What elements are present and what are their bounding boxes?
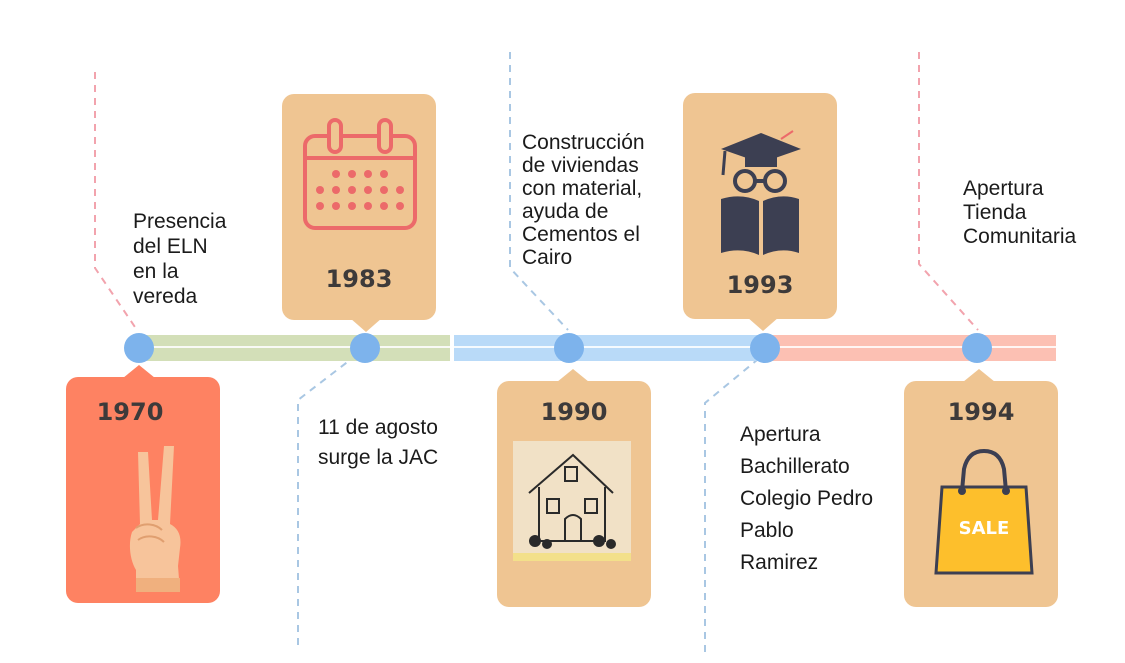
connector-1990 — [509, 52, 569, 331]
house-stamp-icon — [513, 441, 631, 561]
timeline-dot-1983 — [350, 333, 380, 363]
card-1993: 1993 — [683, 93, 837, 331]
track-green — [140, 335, 450, 361]
card-pointer — [350, 318, 382, 332]
calendar-icon — [303, 118, 417, 230]
year-1990: 1990 — [540, 398, 608, 426]
timeline-dot-1994 — [962, 333, 992, 363]
track-blue — [454, 335, 770, 361]
connector-1970 — [94, 72, 138, 331]
year-1983: 1983 — [325, 265, 393, 293]
card-1990: 1990 — [497, 369, 651, 607]
timeline-dot-1970 — [124, 333, 154, 363]
connector-1994 — [918, 52, 979, 331]
card-pointer — [747, 317, 779, 331]
timeline-dot-1990 — [554, 333, 584, 363]
sale-badge-text: SALE — [958, 518, 1010, 539]
peace-hand-icon — [129, 446, 181, 592]
card-pointer — [123, 365, 155, 378]
card-1994: 1994 SALE — [904, 369, 1058, 607]
year-1993: 1993 — [726, 271, 794, 299]
card-pointer — [963, 369, 995, 382]
shopping-bag-icon — [934, 448, 1034, 575]
card-pointer — [557, 369, 589, 382]
year-1970: 1970 — [96, 398, 164, 426]
connector-1993 — [704, 359, 758, 652]
year-1994: 1994 — [947, 398, 1015, 426]
scholar-book-icon — [721, 130, 801, 255]
timeline-dot-1993 — [750, 333, 780, 363]
connector-1983 — [297, 359, 351, 645]
card-1970: 1970 — [66, 365, 220, 603]
track-red — [770, 335, 1056, 361]
card-1983: 1983 — [282, 94, 436, 332]
